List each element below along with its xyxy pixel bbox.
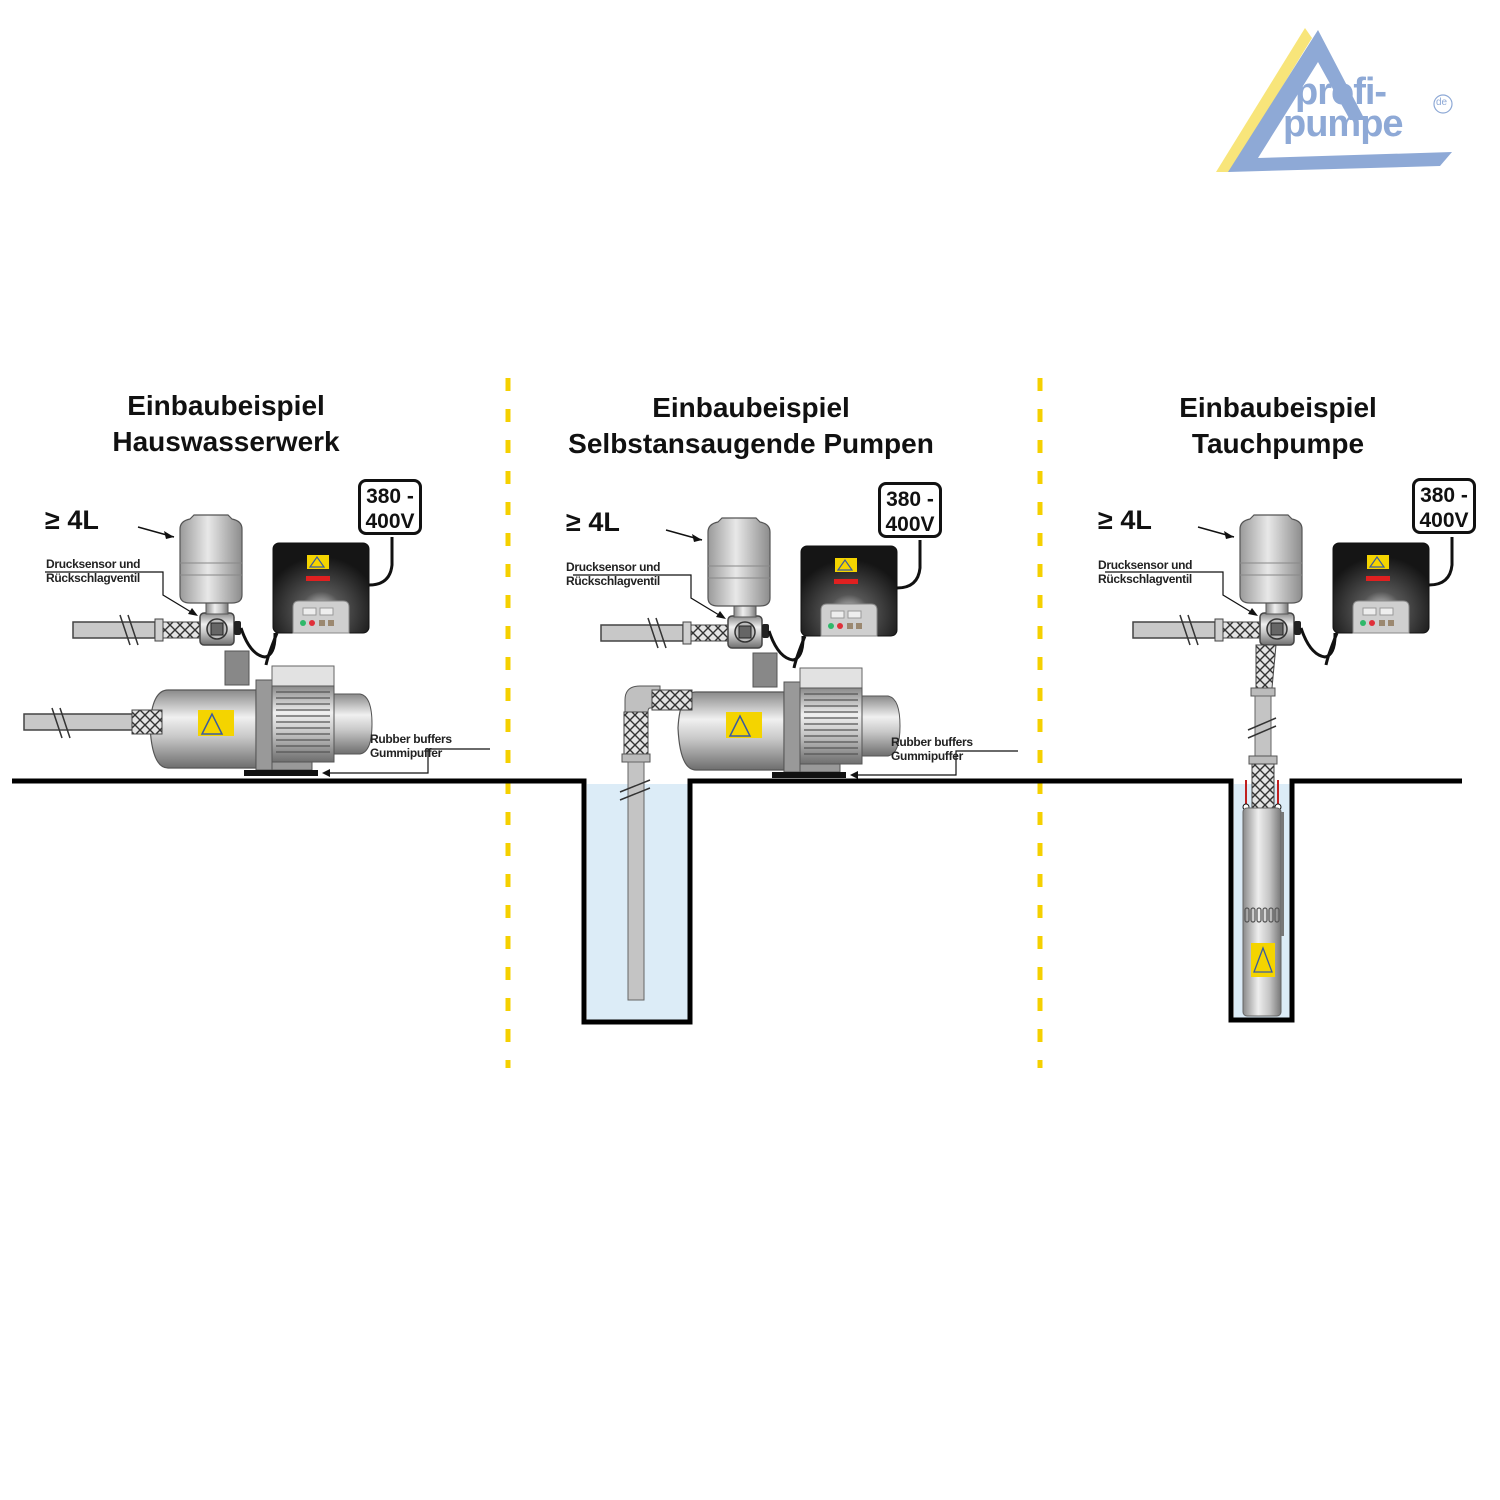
voltage-box: 380 - 400V [1412, 478, 1476, 534]
scene-1-title: Einbaubeispiel Hauswasserwerk [112, 388, 339, 460]
scene-2-title: Einbaubeispiel Selbstansaugende Pumpen [568, 390, 934, 462]
voltage-line-1: 380 - [366, 485, 414, 508]
logo-line-1: profi- [1295, 71, 1387, 113]
logo-text: profi- pumpe [1283, 71, 1404, 145]
tank-volume-label: ≥ 4L [45, 505, 99, 535]
riser-pipe [1254, 695, 1272, 759]
title-line-2: Tauchpumpe [1191, 428, 1365, 459]
sensor-label: Drucksensor und Rückschlagventil [46, 557, 141, 585]
logo-de: de [1436, 97, 1448, 108]
scene-hauswasserwerk [23, 513, 491, 778]
tank-volume-label: ≥ 4L [566, 507, 620, 537]
buffer-label: Rubber buffers Gummipuffer [370, 732, 452, 760]
brand-logo [1216, 28, 1453, 172]
sensor-label-line-1: Drucksensor und [46, 557, 141, 571]
voltage-line-1: 380 - [1420, 484, 1468, 507]
buffer-label-line-1: Rubber buffers [370, 732, 452, 746]
buffer-label-line-2: Gummipuffer [370, 746, 443, 760]
voltage-box: 380 - 400V [358, 479, 422, 535]
suction-pipe [627, 761, 645, 1001]
sensor-label: Drucksensor und Rückschlagventil [1098, 558, 1193, 586]
title-line-1: Einbaubeispiel [1179, 392, 1377, 423]
title-line-1: Einbaubeispiel [652, 392, 850, 423]
sensor-label: Drucksensor und Rückschlagventil [566, 560, 661, 588]
voltage-line-2: 400V [365, 510, 415, 533]
tank-volume-label: ≥ 4L [1098, 505, 1152, 535]
voltage-line-1: 380 - [886, 488, 934, 511]
sensor-label-line-2: Rückschlagventil [46, 571, 140, 585]
title-line-2: Selbstansaugende Pumpen [568, 428, 934, 459]
voltage-line-2: 400V [1419, 509, 1469, 532]
logo-yellow-stripe [1216, 28, 1312, 172]
scene-selbstansaugend [571, 516, 1019, 1001]
sensor-label-line-2: Rückschlagventil [1098, 572, 1192, 586]
title-line-1: Einbaubeispiel [127, 390, 325, 421]
logo-triangle [1228, 30, 1452, 172]
buffer-label-line-1: Rubber buffers [891, 735, 973, 749]
sensor-label-line-1: Drucksensor und [1098, 558, 1193, 572]
sensor-label-line-2: Rückschlagventil [566, 574, 660, 588]
scene-3-title: Einbaubeispiel Tauchpumpe [1179, 390, 1377, 462]
sensor-label-line-1: Drucksensor und [566, 560, 661, 574]
buffer-label-line-2: Gummipuffer [891, 749, 964, 763]
voltage-box: 380 - 400V [878, 482, 942, 538]
title-line-2: Hauswasserwerk [112, 426, 340, 457]
voltage-line-2: 400V [885, 513, 935, 536]
buffer-label: Rubber buffers Gummipuffer [891, 735, 973, 763]
logo-line-2: pumpe [1283, 103, 1404, 145]
scene-tauchpumpe [1103, 513, 1454, 1017]
